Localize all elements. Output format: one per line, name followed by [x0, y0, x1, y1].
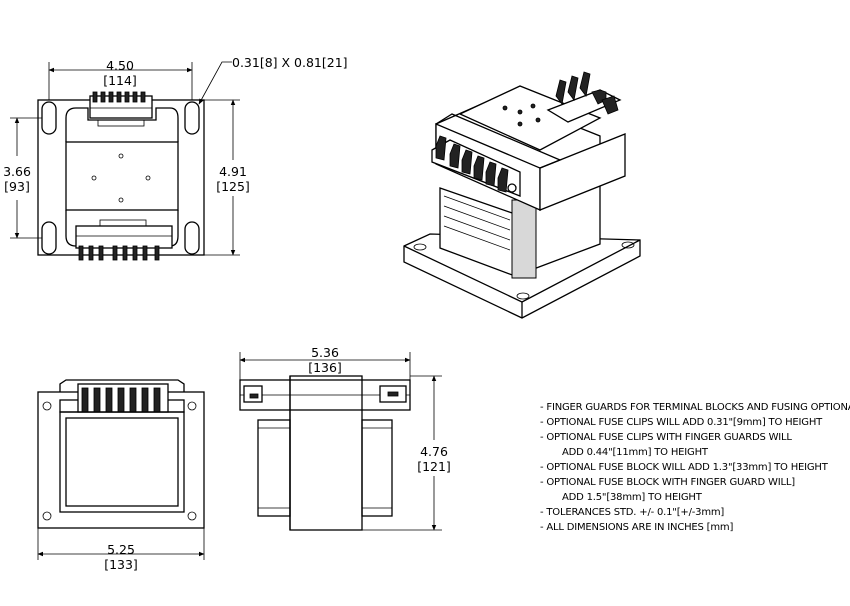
slot-callout: 0.31[8] X 0.81[21]: [232, 55, 348, 70]
top-terminals: [90, 91, 152, 127]
dim-top-width: 4.50: [106, 58, 134, 73]
mounting-slot: [41, 221, 57, 255]
iso-back-terminals: [546, 71, 622, 123]
mounting-slot: [184, 221, 200, 255]
dim-top-height: 4.91: [219, 164, 247, 179]
dim-top-inner-height: 3.66: [3, 164, 31, 179]
dim-side-width: 5.36: [311, 345, 339, 360]
iso-front-terminals: [431, 135, 521, 197]
note-line: - ALL DIMENSIONS ARE IN INCHES [mm]: [540, 522, 733, 533]
side-view: 5.36 [136] 4.76 [121]: [239, 345, 451, 531]
mounting-slot: [184, 101, 200, 135]
mounting-slot: [41, 101, 57, 135]
dim-top-width-mm: [114]: [103, 73, 137, 88]
front-terminals: [77, 383, 169, 413]
note-line: ADD 0.44"[11mm] TO HEIGHT: [562, 447, 709, 458]
top-view: 4.50 [114] 0.31[8] X 0.81[21] 3.66 [93] …: [3, 55, 348, 261]
front-view: 5.25 [133]: [37, 379, 205, 572]
note-line: - FINGER GUARDS FOR TERMINAL BLOCKS AND …: [540, 402, 850, 413]
dim-front-width: 5.25: [107, 542, 135, 557]
bottom-terminals: [76, 219, 172, 261]
note-line: - OPTIONAL FUSE CLIPS WITH FINGER GUARDS…: [540, 432, 792, 443]
note-line: - TOLERANCES STD. +/- 0.1"[+/-3mm]: [540, 507, 724, 518]
note-line: - OPTIONAL FUSE BLOCK WILL ADD 1.3"[33mm…: [540, 462, 829, 473]
dim-top-height-mm: [125]: [216, 179, 250, 194]
note-line: ADD 1.5"[38mm] TO HEIGHT: [562, 492, 703, 503]
notes: - FINGER GUARDS FOR TERMINAL BLOCKS AND …: [540, 402, 850, 533]
note-line: - OPTIONAL FUSE CLIPS WILL ADD 0.31"[9mm…: [540, 417, 823, 428]
isometric-view: [403, 71, 641, 319]
dim-top-inner-height-mm: [93]: [4, 179, 30, 194]
note-line: - OPTIONAL FUSE BLOCK WITH FINGER GUARD …: [540, 477, 795, 488]
dim-side-width-mm: [136]: [308, 360, 342, 375]
dim-side-height: 4.76: [420, 444, 448, 459]
dim-side-height-mm: [121]: [417, 459, 451, 474]
dim-front-width-mm: [133]: [104, 557, 138, 572]
